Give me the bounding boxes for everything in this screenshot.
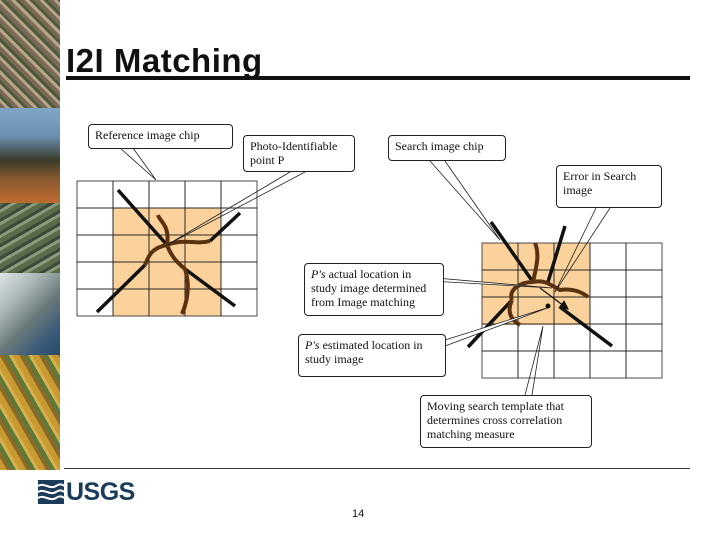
grid-cell (220, 288, 258, 317)
error-vector-arrow (539, 287, 569, 310)
grid-cell (625, 350, 663, 379)
field-worker-photo (0, 108, 60, 203)
grid-cell (76, 261, 114, 290)
callout-actual-line2: study image determined (311, 281, 427, 295)
callout-photo-identifiable-point: Photo-Identifiable point P (243, 135, 355, 172)
usgs-wave-icon (38, 480, 64, 504)
callout-error-in-search: Error in Search image (556, 165, 662, 208)
callout-moving-template: Moving search template that determines c… (420, 395, 592, 448)
callout-moving-line1: Moving search template that (427, 399, 564, 413)
callout-actual-line1: actual location in (325, 267, 412, 281)
grid-cell (517, 350, 555, 379)
callout-actual-location: P's actual location in study image deter… (304, 263, 444, 316)
callout-moving-line3: matching measure (427, 427, 515, 441)
search-road-features (466, 220, 614, 349)
usgs-logo-text: USGS (66, 478, 135, 506)
callout-error-text: Error in Search image (563, 169, 637, 197)
grid-cell (625, 323, 663, 352)
grid-cell (625, 296, 663, 325)
callout-reference-chip-text: Reference image chip (95, 128, 200, 142)
reference-road-features (95, 188, 242, 315)
grid-cell (148, 180, 186, 209)
grid-cell (76, 207, 114, 236)
grid-cell (184, 180, 222, 209)
grid-cell (589, 350, 627, 379)
grid-cell (76, 180, 114, 209)
callout-estimated-line2: study image (305, 352, 364, 366)
callout-estimated-location: P's estimated location in study image (298, 334, 446, 377)
grid-cell (220, 234, 258, 263)
grid-cell (553, 323, 591, 352)
grid-cell (625, 242, 663, 271)
callout-reference-chip: Reference image chip (88, 124, 233, 149)
callout-moving-line2: determines cross correlation (427, 413, 563, 427)
grid-cell (589, 242, 627, 271)
sidebar-photo-strip (0, 0, 60, 470)
callout-pointers (119, 147, 611, 396)
aerial-terrain-photo (0, 203, 60, 273)
title-underline (66, 76, 690, 80)
callout-search-chip: Search image chip (388, 135, 506, 161)
grid-cell (589, 269, 627, 298)
callout-actual-line3: from Image matching (311, 295, 415, 309)
footer-divider (64, 468, 690, 469)
callout-actual-italic: P's (311, 267, 326, 281)
grid-cell (589, 323, 627, 352)
callout-estimated-italic: P's (305, 338, 320, 352)
satellite-imagery-photo (0, 355, 60, 470)
grid-cell (625, 269, 663, 298)
grid-cell (76, 234, 114, 263)
aerial-buildings-photo (0, 273, 60, 355)
callout-photo-line1: Photo-Identifiable (250, 139, 338, 153)
location-arrows (412, 275, 569, 347)
callout-search-chip-text: Search image chip (395, 139, 484, 153)
grid-cell (517, 323, 555, 352)
aerial-city-photo (0, 0, 60, 108)
grid-cell (553, 350, 591, 379)
page-number: 14 (352, 508, 365, 520)
grid-cell (589, 296, 627, 325)
callout-photo-line2: point P (250, 153, 285, 167)
slide-title: I2I Matching (66, 42, 263, 79)
grid-cell (220, 261, 258, 290)
grid-cell (481, 350, 519, 379)
callout-estimated-line1: estimated location in (319, 338, 423, 352)
